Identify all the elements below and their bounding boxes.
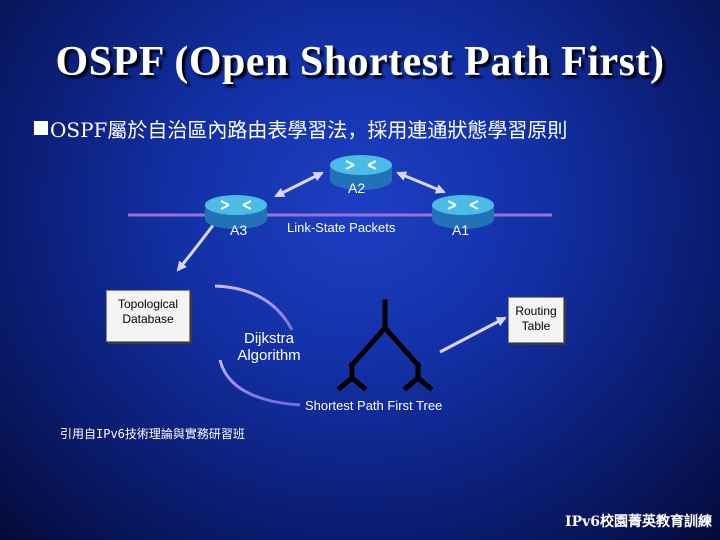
arrow-a3-database: [176, 223, 216, 272]
bullet-item: OSPF屬於自治區內路由表學習法，採用連通狀態學習原則: [34, 114, 567, 142]
spf-tree-label: Shortest Path First Tree: [305, 398, 443, 413]
router-a2-label: A2: [348, 180, 366, 196]
algorithm-label: Dijkstra Algorithm: [237, 330, 301, 364]
link-state-label: Link-State Packets: [287, 220, 396, 235]
router-a3-label: A3: [230, 222, 248, 238]
arrow-a2-a1: [396, 171, 446, 194]
source-note: 引用自IPv6技術理論與實務研習班: [60, 427, 245, 441]
router-a2-icon: [330, 155, 392, 190]
router-a1-icon: [432, 195, 494, 229]
arrow-a3-a2: [274, 171, 324, 198]
topological-database-box: Topological Database: [106, 290, 190, 342]
bullet-square-icon: [34, 121, 48, 135]
algorithm-arc-top: [214, 284, 294, 331]
routing-table-box: Routing Table: [508, 297, 564, 343]
slide-title: OSPF (Open Shortest Path First): [55, 39, 665, 85]
bullet-text: OSPF屬於自治區內路由表學習法，採用連通狀態學習原則: [50, 117, 568, 142]
router-a1-label: A1: [452, 222, 470, 238]
footer-text: IPv6校園菁英教育訓練: [565, 514, 712, 530]
algorithm-arc-bottom: [218, 359, 301, 407]
arrow-tree-routing: [439, 316, 507, 354]
spf-tree-icon: [336, 299, 434, 392]
router-a3-icon: [205, 195, 267, 229]
